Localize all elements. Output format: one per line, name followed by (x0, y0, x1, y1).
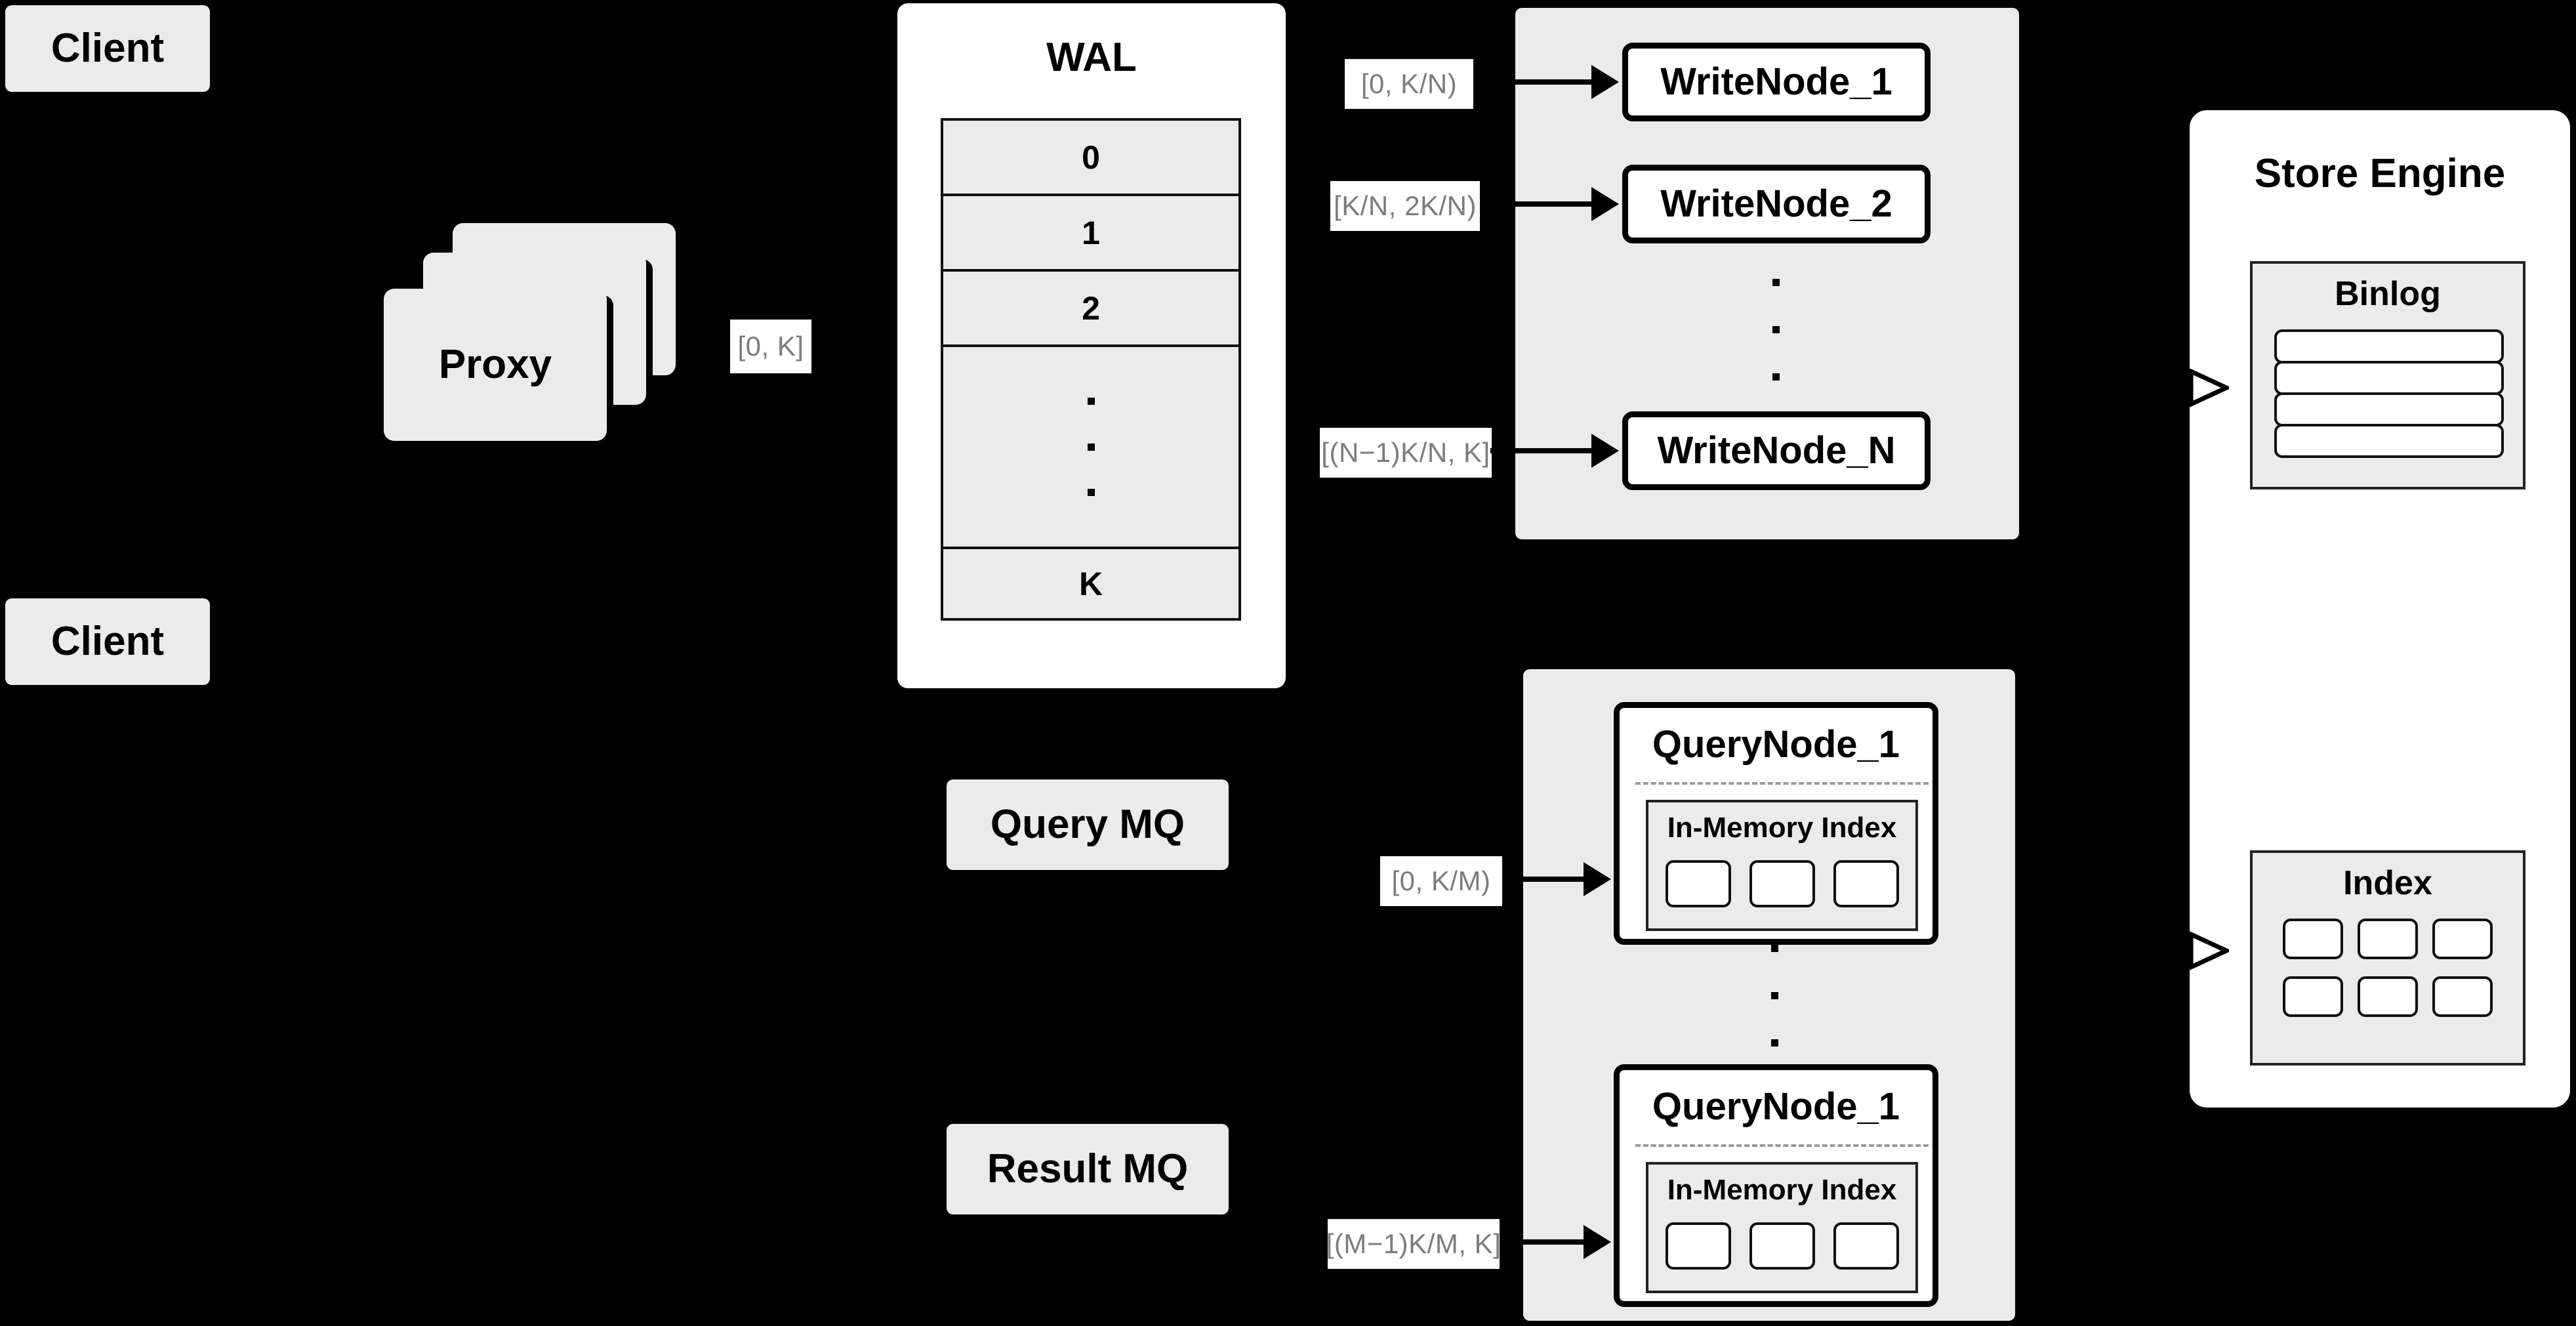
index-slot (2358, 919, 2418, 959)
solid-arrow-icon-wn (1591, 434, 1619, 468)
binlog-rows (2274, 329, 2504, 458)
open-arrow-icon-index (2190, 932, 2229, 970)
query-node-1-index-label: In-Memory Index (1667, 812, 1897, 844)
store-engine-title: Store Engine (2254, 151, 2506, 196)
query-node-1-connector (1503, 877, 1599, 882)
index-slot (1833, 860, 1899, 907)
query-node-1-label: QueryNode_1 (1652, 723, 1900, 766)
index-slot (1749, 1222, 1815, 1270)
wal-cell-ellipsis (943, 347, 1238, 549)
proxy-label: Proxy (438, 342, 552, 388)
wal-cell-2: 2 (943, 272, 1238, 347)
client-box-1[interactable]: Client (5, 5, 210, 92)
binlog-row (2274, 424, 2504, 458)
binlog-row (2274, 361, 2504, 395)
query-node-1-range: [0, K/M) (1380, 856, 1502, 906)
write-node-2-label: WriteNode_2 (1660, 182, 1892, 225)
vertical-ellipsis-icon (1087, 398, 1095, 496)
wal-cell-0: 0 (943, 121, 1238, 196)
query-node-2-index-label: In-Memory Index (1667, 1174, 1897, 1206)
solid-arrow-icon-q2 (1584, 1225, 1611, 1259)
store-index-row (2283, 919, 2493, 959)
write-node-1[interactable]: WriteNode_1 (1622, 43, 1931, 121)
proxy-box[interactable]: Proxy (384, 289, 607, 441)
binlog-connector (2149, 386, 2198, 390)
index-slot (2432, 976, 2493, 1017)
binlog-panel: Binlog (2250, 261, 2525, 489)
store-index-slots (2253, 919, 2523, 1017)
binlog-row (2274, 392, 2504, 426)
solid-arrow-icon-w1 (1591, 65, 1619, 99)
binlog-row (2274, 329, 2504, 363)
query-node-1-index-slots (1648, 860, 1915, 907)
query-node-1-inmemory-index: In-Memory Index (1646, 800, 1918, 931)
wal-cell-k: K (943, 549, 1238, 618)
query-node-2-range: [(M−1)K/M, K] (1326, 1219, 1501, 1269)
write-node-2-range: [K/N, 2K/N) (1330, 181, 1480, 231)
index-slot (1665, 1222, 1731, 1270)
binlog-title: Binlog (2335, 275, 2441, 313)
solid-arrow-icon-w2 (1591, 187, 1619, 221)
solid-arrow-icon-q1 (1584, 862, 1611, 896)
open-arrow-icon-binlog (2190, 369, 2229, 407)
query-node-2[interactable]: QueryNode_1 In-Memory Index (1614, 1064, 1938, 1307)
wal-cell-stack: 0 1 2 K (941, 118, 1241, 621)
client-label-2: Client (51, 619, 165, 665)
write-node-n[interactable]: WriteNode_N (1622, 411, 1931, 490)
query-mq-box[interactable]: Query MQ (947, 779, 1229, 870)
client-box-2[interactable]: Client (5, 598, 210, 685)
query-mq-label: Query MQ (990, 802, 1185, 848)
write-node-n-range: [(N−1)K/N, K] (1320, 428, 1492, 478)
store-index-panel: Index (2250, 850, 2525, 1066)
wal-title: WAL (1046, 35, 1137, 80)
store-index-connector (2149, 949, 2198, 953)
store-index-row (2283, 976, 2493, 1017)
write-node-1-range: [0, K/N) (1345, 59, 1473, 109)
wal-cell-1: 1 (943, 196, 1238, 272)
query-node-1-separator (1635, 782, 1929, 785)
query-node-2-inmemory-index: In-Memory Index (1646, 1162, 1918, 1293)
write-node-n-label: WriteNode_N (1657, 428, 1896, 472)
vertical-ellipsis-icon-write (1771, 279, 1780, 381)
index-slot (2432, 919, 2493, 959)
store-index-title: Index (2343, 864, 2432, 902)
result-mq-box[interactable]: Result MQ (947, 1124, 1229, 1214)
index-slot (2283, 976, 2343, 1017)
query-node-2-connector (1503, 1239, 1599, 1245)
index-slot (1833, 1222, 1899, 1270)
write-node-1-connector (1490, 79, 1595, 85)
query-node-1[interactable]: QueryNode_1 In-Memory Index (1614, 702, 1938, 945)
index-slot (1665, 860, 1731, 907)
query-node-2-label: QueryNode_1 (1652, 1085, 1900, 1128)
query-node-2-separator (1635, 1144, 1929, 1147)
write-node-2-connector (1490, 201, 1595, 207)
write-node-1-label: WriteNode_1 (1660, 60, 1892, 103)
write-node-2[interactable]: WriteNode_2 (1622, 165, 1931, 243)
proxy-range-label: [0, K] (730, 320, 811, 373)
client-label-1: Client (51, 26, 165, 72)
index-slot (2283, 919, 2343, 959)
query-node-2-index-slots (1648, 1222, 1915, 1270)
write-node-n-connector (1490, 448, 1595, 453)
index-slot (1749, 860, 1815, 907)
vertical-ellipsis-icon-query (1770, 945, 1779, 1046)
index-slot (2358, 976, 2418, 1017)
result-mq-label: Result MQ (987, 1146, 1189, 1192)
